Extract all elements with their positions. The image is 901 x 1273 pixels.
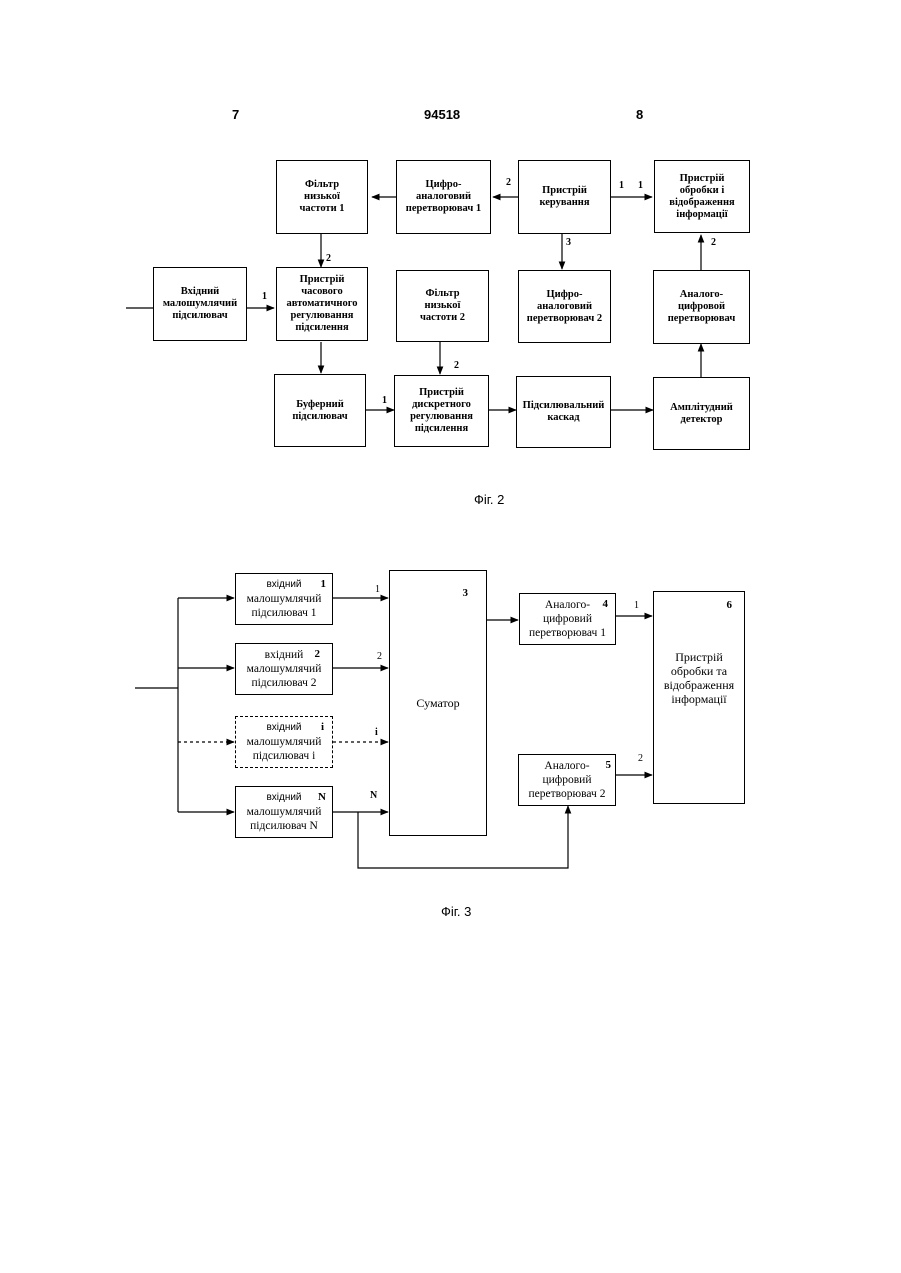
port-label: 1 — [262, 291, 267, 302]
lna-1-line3: підсилювач 1 — [251, 606, 316, 620]
block-discrete-gain-control: Пристрій дискретного регулювання підсиле… — [394, 375, 489, 447]
lna-n-line3: підсилювач N — [250, 819, 318, 833]
adc-2-number: 5 — [606, 758, 612, 772]
port-label: 2 — [377, 651, 382, 662]
port-label: 1 — [382, 395, 387, 406]
figure-3-caption: Фіг. 3 — [441, 904, 471, 919]
port-label: N — [370, 790, 377, 801]
port-label: 2 — [454, 360, 459, 371]
block-lowpass-filter-2: Фільтр низької частоти 2 — [396, 270, 489, 342]
port-label: 1 — [638, 180, 643, 191]
block-amplitude-detector: Амплітудний детектор — [653, 377, 750, 450]
figure-2-caption: Фіг. 2 — [474, 492, 504, 507]
port-label: 2 — [711, 237, 716, 248]
port-label: 1 — [375, 584, 380, 595]
block-adc-2: Аналого- цифровий перетворювач 2 5 — [518, 754, 616, 806]
lna-i-line3: підсилювач i — [253, 749, 316, 763]
block-amplifier-stage: Підсилювальний каскад — [516, 376, 611, 448]
block-dac-1: Цифро- аналоговий перетворювач 1 — [396, 160, 491, 234]
lna-i-number: i — [321, 720, 324, 734]
lna-1-number: 1 — [321, 577, 327, 591]
lna-1-line2: малошумлячий — [247, 592, 322, 606]
block-lowpass-filter-1: Фільтр низької частоти 1 — [276, 160, 368, 234]
processor-number: 6 — [727, 598, 733, 612]
lna-n-number: N — [318, 790, 326, 804]
lna-n-line1: вхідний — [266, 791, 301, 805]
block-lna-i: вхідний малошумлячий підсилювач i i — [235, 716, 333, 768]
block-lna-n: вхідний малошумлячий підсилювач N N — [235, 786, 333, 838]
lna-2-line1: вхідний — [265, 648, 304, 662]
block-lna-1: вхідний малошумлячий підсилювач 1 1 — [235, 573, 333, 625]
port-label: 2 — [638, 753, 643, 764]
summator-number: 3 — [463, 587, 469, 599]
adc-1-label: Аналого- цифровий перетворювач 1 — [529, 598, 606, 640]
port-label: i — [375, 727, 378, 738]
block-buffer-amplifier: Буферний підсилювач — [274, 374, 366, 447]
block-input-lna: Вхідний малошумлячий підсилювач — [153, 267, 247, 341]
port-label: 1 — [619, 180, 624, 191]
summator-label: Суматор — [416, 697, 459, 709]
lna-i-line2: малошумлячий — [247, 735, 322, 749]
block-control-unit: Пристрій керування — [518, 160, 611, 234]
port-label: 2 — [326, 253, 331, 264]
port-label: 3 — [566, 237, 571, 248]
lna-2-number: 2 — [315, 647, 321, 661]
block-processing-display: Пристрій обробки і відображення інформац… — [654, 160, 750, 233]
port-label: 1 — [634, 600, 639, 611]
block-processing-display-unit: Пристрій обробки та відображення інформа… — [653, 591, 745, 804]
block-adc: Аналого- цифровой перетворювач — [653, 270, 750, 344]
block-summator: Суматор 3 — [389, 570, 487, 836]
block-adc-1: Аналого- цифровий перетворювач 1 4 — [519, 593, 616, 645]
adc-2-label: Аналого- цифровий перетворювач 2 — [529, 759, 606, 801]
lna-1-line1: вхідний — [266, 578, 301, 592]
lna-2-line3: підсилювач 2 — [251, 676, 316, 690]
adc-1-number: 4 — [603, 597, 609, 611]
lna-i-line1: вхідний — [266, 721, 301, 735]
port-label: 2 — [506, 177, 511, 188]
block-time-agc: Пристрій часового автоматичного регулюва… — [276, 267, 368, 341]
block-lna-2: вхідний малошумлячий підсилювач 2 2 — [235, 643, 333, 695]
lna-2-line2: малошумлячий — [247, 662, 322, 676]
block-dac-2: Цифро- аналоговий перетворювач 2 — [518, 270, 611, 343]
lna-n-line2: малошумлячий — [247, 805, 322, 819]
processor-label: Пристрій обробки та відображення інформа… — [664, 650, 734, 706]
